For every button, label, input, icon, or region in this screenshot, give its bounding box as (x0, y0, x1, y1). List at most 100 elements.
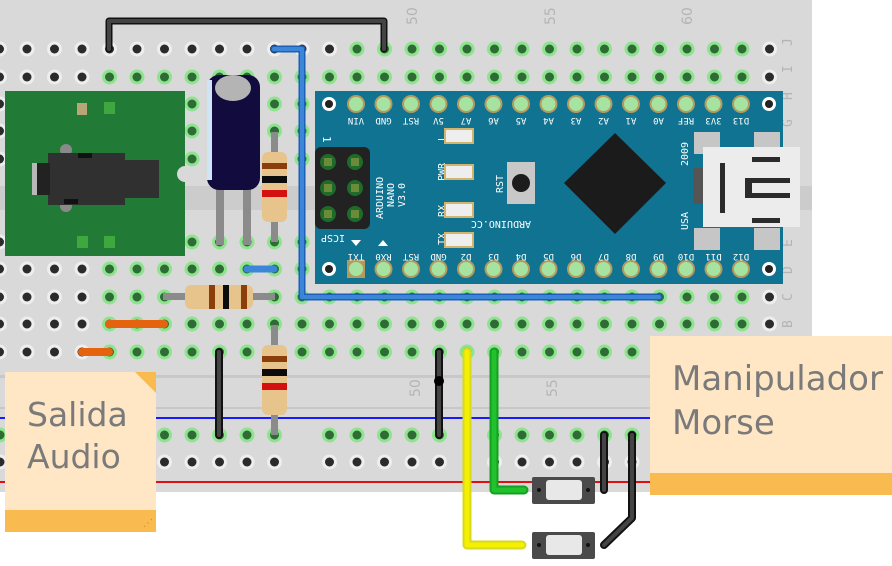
breadboard-hole[interactable] (710, 292, 719, 302)
reset-button-cap[interactable] (512, 174, 530, 192)
breadboard-hole[interactable] (490, 44, 499, 54)
breadboard-hole[interactable] (22, 264, 32, 274)
breadboard-hole[interactable] (160, 347, 169, 357)
breadboard-hole[interactable] (187, 430, 197, 440)
breadboard-hole[interactable] (600, 319, 609, 329)
breadboard-hole[interactable] (0, 430, 5, 440)
breadboard-hole[interactable] (270, 99, 279, 109)
breadboard-hole[interactable] (105, 72, 114, 82)
breadboard-hole[interactable] (435, 72, 444, 82)
breadboard-hole[interactable] (682, 44, 692, 54)
breadboard-hole[interactable] (160, 72, 169, 82)
breadboard-hole[interactable] (50, 44, 59, 54)
usb-connector[interactable] (693, 147, 800, 227)
pushbutton[interactable] (532, 532, 595, 559)
breadboard-hole[interactable] (737, 292, 747, 302)
wire-black[interactable] (107, 19, 386, 51)
resistor[interactable] (262, 132, 287, 242)
breadboard-hole[interactable] (77, 44, 87, 54)
breadboard-hole[interactable] (187, 44, 197, 54)
breadboard-hole[interactable] (0, 126, 4, 136)
breadboard-hole[interactable] (710, 72, 719, 82)
breadboard-hole[interactable] (517, 72, 527, 82)
resistor[interactable] (262, 325, 287, 435)
breadboard-hole[interactable] (545, 347, 554, 357)
breadboard-hole[interactable] (407, 457, 417, 467)
electrolytic-capacitor[interactable] (207, 75, 260, 245)
breadboard-hole[interactable] (325, 457, 334, 467)
breadboard-hole[interactable] (545, 44, 554, 54)
pushbutton-cap[interactable] (546, 535, 582, 555)
breadboard-hole[interactable] (462, 319, 472, 329)
breadboard-hole[interactable] (132, 347, 142, 357)
breadboard-hole[interactable] (160, 457, 169, 467)
breadboard-hole[interactable] (380, 457, 389, 467)
breadboard-hole[interactable] (655, 319, 664, 329)
breadboard-hole[interactable] (132, 44, 142, 54)
breadboard-hole[interactable] (352, 319, 362, 329)
breadboard-hole[interactable] (655, 44, 664, 54)
breadboard-hole[interactable] (0, 319, 4, 329)
breadboard-hole[interactable] (600, 44, 609, 54)
breadboard-hole[interactable] (187, 99, 197, 109)
breadboard-hole[interactable] (765, 72, 774, 82)
breadboard-hole[interactable] (22, 292, 32, 302)
breadboard-hole[interactable] (242, 44, 252, 54)
breadboard-hole[interactable] (572, 457, 582, 467)
breadboard-hole[interactable] (215, 457, 224, 467)
wire-black[interactable] (602, 433, 634, 547)
breadboard-hole[interactable] (242, 319, 252, 329)
audio-jack-module[interactable] (5, 91, 193, 256)
breadboard-hole[interactable] (517, 457, 527, 467)
breadboard-hole[interactable] (682, 72, 692, 82)
breadboard-hole[interactable] (215, 44, 224, 54)
breadboard-hole[interactable] (270, 457, 279, 467)
breadboard-hole[interactable] (627, 72, 637, 82)
breadboard-hole[interactable] (765, 44, 774, 54)
breadboard-hole[interactable] (187, 126, 197, 136)
breadboard-hole[interactable] (545, 319, 554, 329)
breadboard-hole[interactable] (160, 44, 169, 54)
breadboard-hole[interactable] (242, 347, 252, 357)
breadboard-hole[interactable] (435, 44, 444, 54)
breadboard-hole[interactable] (215, 319, 224, 329)
breadboard-hole[interactable] (572, 44, 582, 54)
breadboard-hole[interactable] (0, 154, 4, 164)
breadboard-hole[interactable] (737, 72, 747, 82)
wire-blue[interactable] (272, 47, 661, 299)
breadboard-hole[interactable] (77, 319, 87, 329)
breadboard-hole[interactable] (132, 292, 142, 302)
breadboard-hole[interactable] (187, 237, 197, 247)
breadboard-hole[interactable] (627, 347, 637, 357)
breadboard-hole[interactable] (682, 292, 692, 302)
breadboard-hole[interactable] (0, 264, 4, 274)
breadboard-hole[interactable] (765, 319, 774, 329)
breadboard-hole[interactable] (737, 319, 747, 329)
breadboard-hole[interactable] (572, 72, 582, 82)
breadboard-hole[interactable] (0, 292, 4, 302)
breadboard-hole[interactable] (380, 319, 389, 329)
breadboard-hole[interactable] (0, 457, 5, 467)
breadboard-hole[interactable] (22, 72, 32, 82)
breadboard-hole[interactable] (517, 44, 527, 54)
breadboard-hole[interactable] (270, 72, 279, 82)
breadboard-hole[interactable] (215, 264, 224, 274)
breadboard-hole[interactable] (462, 72, 472, 82)
breadboard-hole[interactable] (0, 44, 4, 54)
breadboard-hole[interactable] (325, 430, 334, 440)
breadboard-hole[interactable] (627, 319, 637, 329)
breadboard-hole[interactable] (160, 430, 169, 440)
breadboard-hole[interactable] (407, 319, 417, 329)
resistor[interactable] (163, 285, 275, 309)
breadboard-hole[interactable] (352, 457, 362, 467)
breadboard-hole[interactable] (352, 347, 362, 357)
breadboard-hole[interactable] (77, 292, 87, 302)
breadboard-hole[interactable] (490, 72, 499, 82)
breadboard-hole[interactable] (325, 319, 334, 329)
breadboard-hole[interactable] (132, 264, 142, 274)
breadboard-hole[interactable] (105, 292, 114, 302)
breadboard-hole[interactable] (407, 72, 417, 82)
breadboard-hole[interactable] (572, 319, 582, 329)
breadboard-hole[interactable] (160, 264, 169, 274)
breadboard-hole[interactable] (490, 319, 499, 329)
